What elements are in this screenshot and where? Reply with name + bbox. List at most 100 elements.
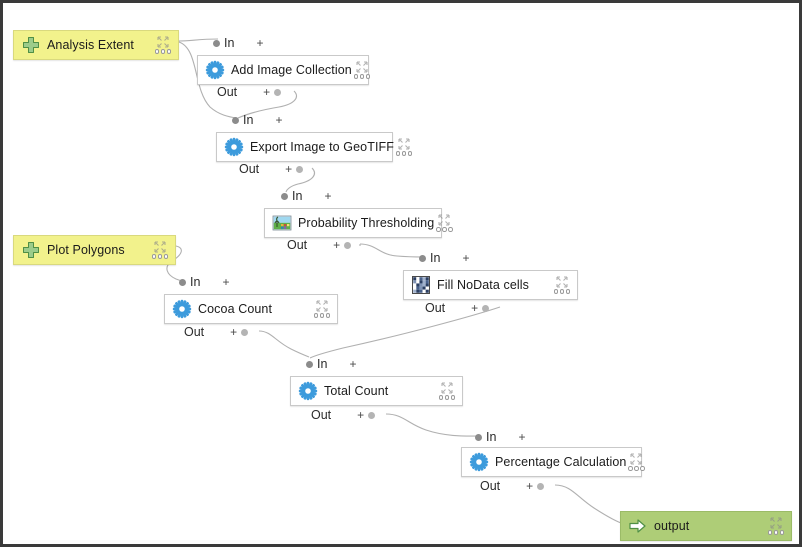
port-add-icon[interactable]: + [256, 36, 264, 50]
node-output[interactable]: output [620, 511, 792, 541]
node-add-image-collection[interactable]: Add Image Collection [197, 55, 372, 85]
resize-x-icon[interactable] [154, 241, 166, 253]
node-corner-controls[interactable] [437, 382, 457, 400]
port-add-image-collection-out[interactable]: Out + [217, 84, 282, 99]
resize-x-icon[interactable] [438, 214, 450, 226]
port-add-icon[interactable]: + [471, 301, 479, 315]
port-label: In [243, 112, 254, 127]
three-dots-icon[interactable] [436, 227, 453, 232]
port-export-image-to-geotiff-out[interactable]: Out + [239, 161, 304, 176]
three-dots-icon[interactable] [313, 313, 331, 318]
node-corner-controls[interactable] [626, 453, 646, 471]
connection-c11 [554, 484, 625, 525]
resize-x-icon[interactable] [441, 382, 453, 394]
node-fill-nodata-cells[interactable]: Fill NoData cells [403, 270, 578, 300]
port-connector-dot[interactable] [482, 304, 490, 312]
menu-dot [559, 289, 565, 294]
node-corner-controls[interactable] [352, 61, 372, 79]
port-add-icon[interactable]: + [526, 479, 534, 493]
port-fill-nodata-cells-in[interactable]: In+ [419, 251, 469, 265]
node-corner-controls[interactable] [153, 36, 173, 54]
port-cocoa-count-in[interactable]: In+ [179, 275, 229, 289]
node-corner-controls[interactable] [150, 241, 170, 259]
port-label: Out [217, 84, 238, 99]
resize-x-icon[interactable] [157, 36, 169, 48]
node-probability-thresholding[interactable]: Probability Thresholding [264, 208, 453, 238]
port-label: Out [184, 324, 205, 339]
resize-x-icon[interactable] [770, 517, 782, 529]
port-connector-dot[interactable] [537, 482, 545, 490]
three-dots-icon[interactable] [395, 151, 413, 156]
port-connector-dot[interactable] [475, 433, 482, 441]
blue-gear-icon [172, 299, 192, 319]
port-add-icon[interactable]: + [285, 162, 293, 176]
port-add-icon[interactable]: + [333, 238, 341, 252]
menu-dot [160, 49, 166, 54]
three-dots-icon[interactable] [438, 395, 456, 400]
port-percentage-calculation-out[interactable]: Out + [480, 478, 545, 493]
port-connector-dot[interactable] [419, 254, 426, 262]
port-probability-thresholding-in[interactable]: In + [281, 189, 331, 203]
green-arrow-icon [629, 519, 646, 533]
port-add-icon[interactable]: + [462, 251, 470, 265]
resize-x-icon[interactable] [356, 61, 368, 73]
node-plot-polygons[interactable]: Plot Polygons [13, 235, 176, 265]
port-connector-dot[interactable] [281, 192, 288, 200]
node-corner-controls[interactable] [552, 276, 572, 294]
port-add-icon[interactable]: + [263, 85, 271, 99]
three-dots-icon[interactable] [154, 49, 172, 54]
port-connector-dot[interactable] [274, 88, 282, 96]
port-add-icon[interactable]: + [357, 408, 365, 422]
port-add-icon[interactable]: + [349, 357, 357, 371]
port-connector-dot[interactable] [368, 411, 376, 419]
port-connector-dot[interactable] [213, 39, 220, 47]
port-add-icon[interactable]: + [275, 113, 283, 127]
port-total-count-out[interactable]: Out+ [311, 408, 376, 422]
port-add-icon[interactable]: + [230, 325, 238, 339]
resize-x-icon[interactable] [398, 138, 410, 150]
menu-dot [313, 313, 319, 318]
port-connector-dot[interactable] [306, 360, 313, 368]
three-dots-icon[interactable] [353, 74, 371, 79]
resize-x-icon[interactable] [556, 276, 568, 288]
node-export-image-to-geotiff[interactable]: Export Image to GeoTIFF [216, 132, 413, 162]
node-corner-controls[interactable] [766, 517, 786, 535]
port-probability-thresholding-out[interactable]: Out+ [287, 238, 352, 252]
node-title: Add Image Collection [231, 63, 352, 77]
port-connector-dot[interactable] [232, 116, 239, 124]
resize-x-icon[interactable] [630, 453, 643, 465]
node-total-count[interactable]: Total Count [290, 376, 463, 406]
node-corner-controls[interactable] [312, 300, 332, 318]
port-percentage-calculation-in[interactable]: In+ [475, 430, 525, 444]
three-dots-icon[interactable] [767, 530, 785, 535]
three-dots-icon[interactable] [628, 466, 645, 471]
port-add-icon[interactable]: + [324, 189, 332, 203]
node-corner-controls[interactable] [434, 214, 454, 232]
port-export-image-to-geotiff-in[interactable]: In + [232, 113, 282, 127]
port-connector-dot[interactable] [241, 328, 249, 336]
port-fill-nodata-cells-out[interactable]: Out+ [425, 301, 490, 315]
port-add-icon[interactable]: + [518, 430, 526, 444]
node-percentage-calculation[interactable]: Percentage Calculation [461, 447, 645, 477]
three-dots-icon[interactable] [151, 254, 169, 259]
port-total-count-in[interactable]: In+ [306, 357, 356, 371]
three-dots-icon[interactable] [553, 289, 571, 294]
port-connector-dot[interactable] [344, 241, 352, 249]
port-add-icon[interactable]: + [222, 275, 230, 289]
port-connector-dot[interactable] [296, 165, 304, 173]
node-title: Analysis Extent [47, 38, 134, 52]
port-label: Out [480, 478, 501, 493]
connection-c10 [385, 413, 480, 437]
resize-x-icon[interactable] [316, 300, 328, 312]
node-title: Probability Thresholding [298, 216, 435, 230]
port-connector-dot[interactable] [179, 278, 186, 286]
node-analysis-extent[interactable]: Analysis Extent [13, 30, 179, 60]
port-add-image-collection-in[interactable]: In+ [213, 36, 263, 50]
port-cocoa-count-out[interactable]: Out + [184, 324, 249, 339]
port-label: In [292, 188, 303, 203]
connection-c5 [359, 243, 425, 258]
node-cocoa-count[interactable]: Cocoa Count [164, 294, 338, 324]
port-label: Out [239, 161, 260, 176]
node-corner-controls[interactable] [394, 138, 414, 156]
